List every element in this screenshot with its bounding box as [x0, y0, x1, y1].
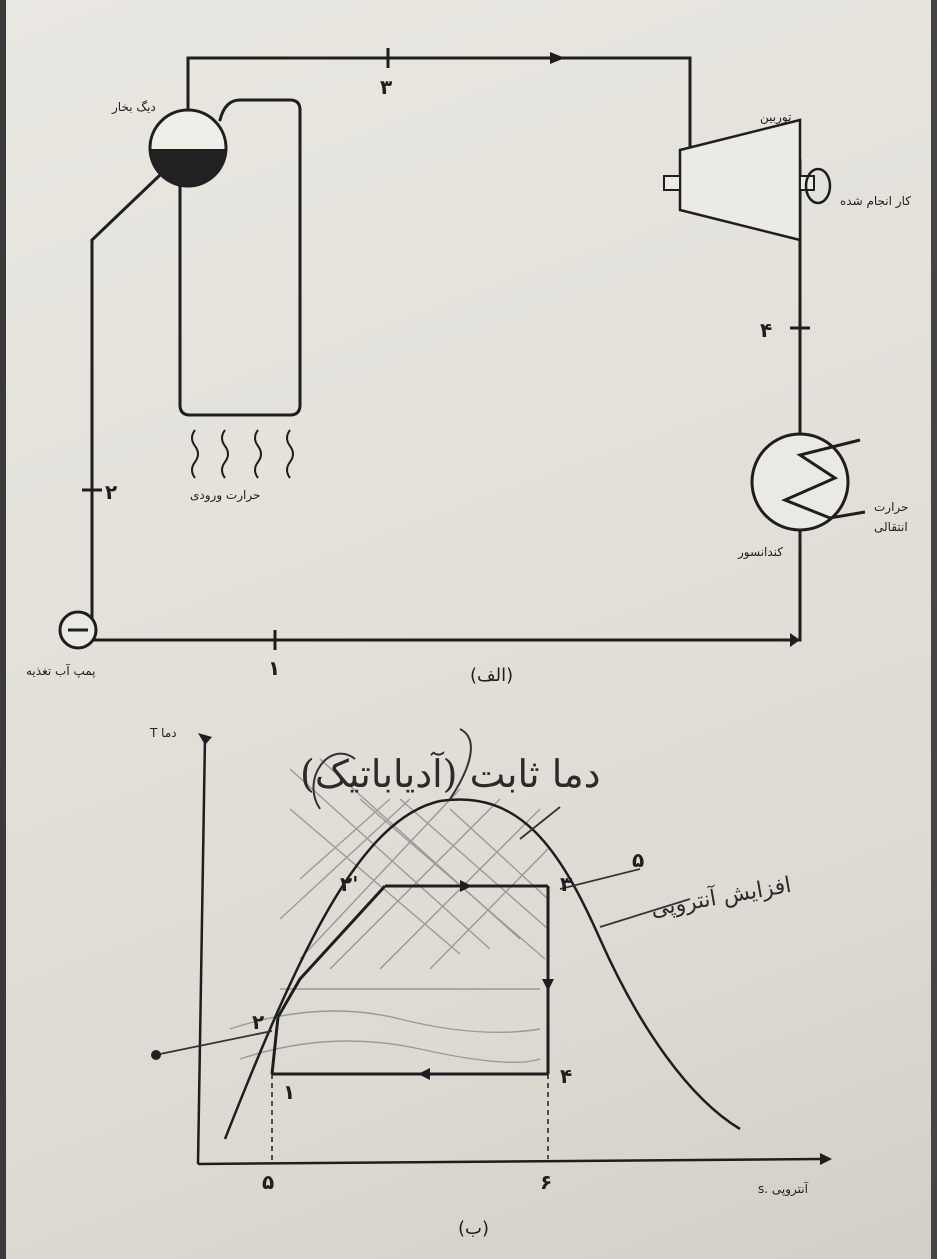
- cycle-2-2prime: [276, 884, 387, 1018]
- t-axis: [196, 736, 207, 1165]
- pipe-condenser-to-pump: [90, 528, 802, 642]
- state-label-4: ۴: [760, 318, 773, 342]
- handwritten-title: دما ثابت (آدیاباتیک): [300, 752, 601, 796]
- saturation-dome: [223, 798, 741, 1140]
- heat-input-arrows: [191, 429, 294, 479]
- s-axis-tick-5: ۵: [262, 1170, 275, 1194]
- t-axis-label: T دما: [150, 726, 177, 740]
- boiler-drum: [148, 108, 228, 188]
- pipe-boiler-to-turbine: [186, 56, 692, 162]
- rankine-cycle-schematic: [58, 48, 866, 650]
- ts-point-label-5: ۵: [632, 848, 645, 872]
- flow-arrow-bottom: [790, 633, 800, 647]
- hatching: [229, 758, 549, 1064]
- page-edge-left: [0, 0, 6, 1259]
- boiler-tube-loop: [178, 98, 302, 417]
- turbine: [663, 118, 832, 242]
- ts-point-label-3: ۳: [560, 872, 573, 896]
- ts-point-label-2: ۲: [252, 1010, 265, 1034]
- ts-point-label-4: ۴: [560, 1064, 573, 1088]
- state-label-1: ۱: [268, 656, 281, 680]
- page-edge-right: [931, 0, 937, 1259]
- cycle-1-2: [270, 1016, 280, 1075]
- caption-bottom: (ب): [458, 1218, 490, 1239]
- s-axis-label: s. آنتروپی: [758, 1182, 808, 1196]
- state-label-3: ۳: [380, 75, 393, 99]
- ts-diagram: [151, 728, 832, 1166]
- state-label-2: ۲: [105, 480, 118, 504]
- flow-arrow-top: [550, 52, 565, 64]
- ts-point-label-2prime: ۲': [340, 872, 359, 896]
- ts-point-label-1: ۱: [283, 1080, 296, 1104]
- feed-pump: [58, 610, 98, 650]
- turbine-label: توربین: [760, 110, 792, 124]
- boiler-label: دیگ بخار: [112, 100, 156, 114]
- heat-out-label-line1: حرارت: [874, 500, 909, 514]
- heat-in-label: حرارت ورودی: [190, 488, 261, 502]
- condenser-label: کندانسور: [738, 545, 784, 559]
- pump-label: پمپ آب تغذیه: [26, 664, 96, 678]
- s-axis: [197, 1157, 821, 1166]
- condenser: [750, 432, 866, 532]
- pipe-pump-to-boiler: [90, 173, 162, 622]
- caption-top: (الف): [470, 665, 514, 686]
- work-label: کار انجام شده: [840, 194, 911, 208]
- s-axis-tick-6: ۶: [540, 1170, 553, 1194]
- heat-out-label-line2: انتقالی: [874, 520, 908, 534]
